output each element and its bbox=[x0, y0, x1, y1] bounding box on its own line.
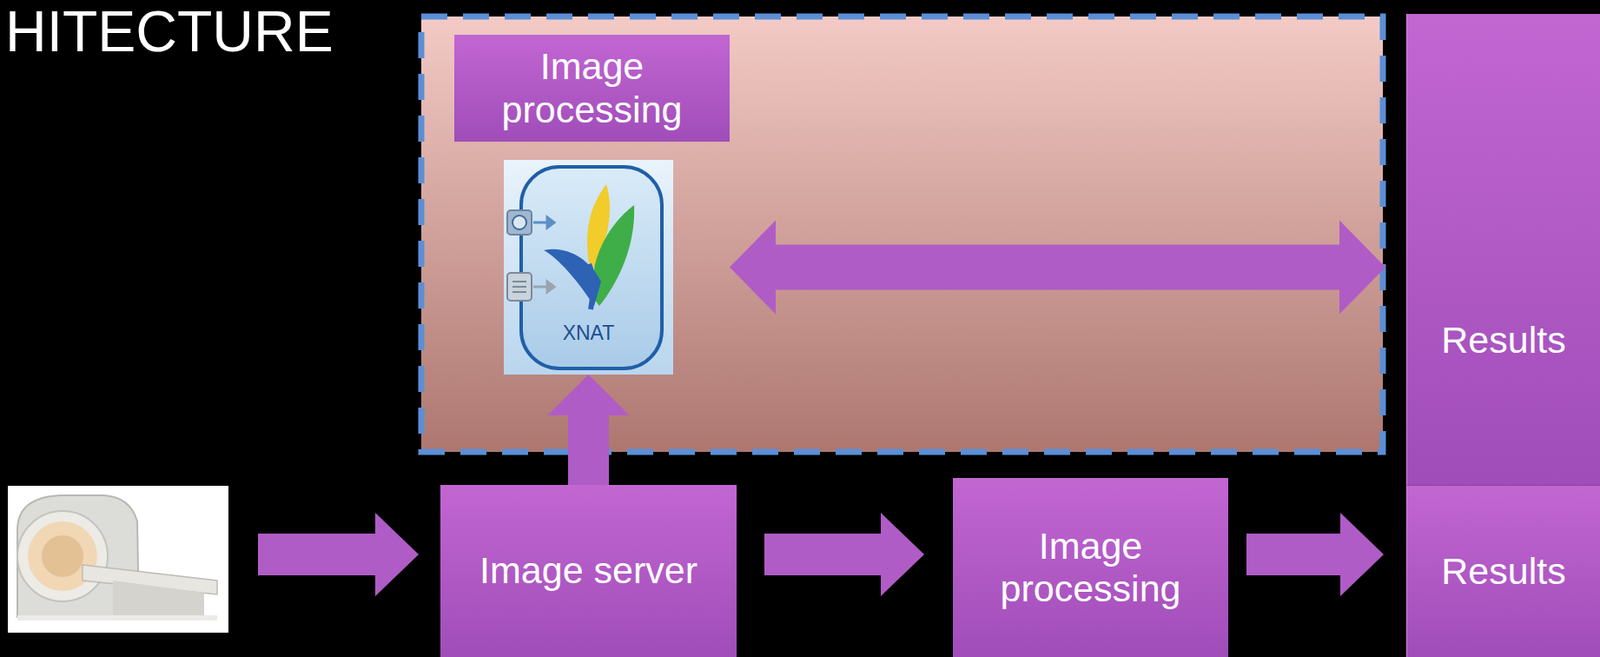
process-box: Image processing bbox=[952, 477, 1229, 657]
xnat-logo: XNAT bbox=[503, 159, 674, 375]
block-arrow bbox=[257, 512, 419, 596]
results-box: Results bbox=[1406, 484, 1600, 657]
slide-title: HITECTURE bbox=[5, 0, 334, 64]
node-label: Image processing bbox=[987, 524, 1194, 611]
node-label: Image processing bbox=[489, 45, 695, 132]
node-label: Image server bbox=[479, 548, 698, 592]
block-arrow bbox=[729, 220, 1386, 315]
mri-scanner bbox=[7, 485, 229, 633]
node-label: XNAT bbox=[503, 323, 674, 344]
block-arrow bbox=[548, 374, 630, 485]
server-box: Image server bbox=[440, 484, 737, 657]
dashed-region bbox=[421, 16, 1383, 452]
node-label: Results bbox=[1441, 549, 1566, 593]
node-label: Results bbox=[1441, 318, 1566, 362]
results-box: Results bbox=[1406, 13, 1600, 485]
block-arrow bbox=[1246, 512, 1384, 596]
block-arrow bbox=[764, 512, 925, 596]
process-box: Image processing bbox=[454, 34, 730, 142]
